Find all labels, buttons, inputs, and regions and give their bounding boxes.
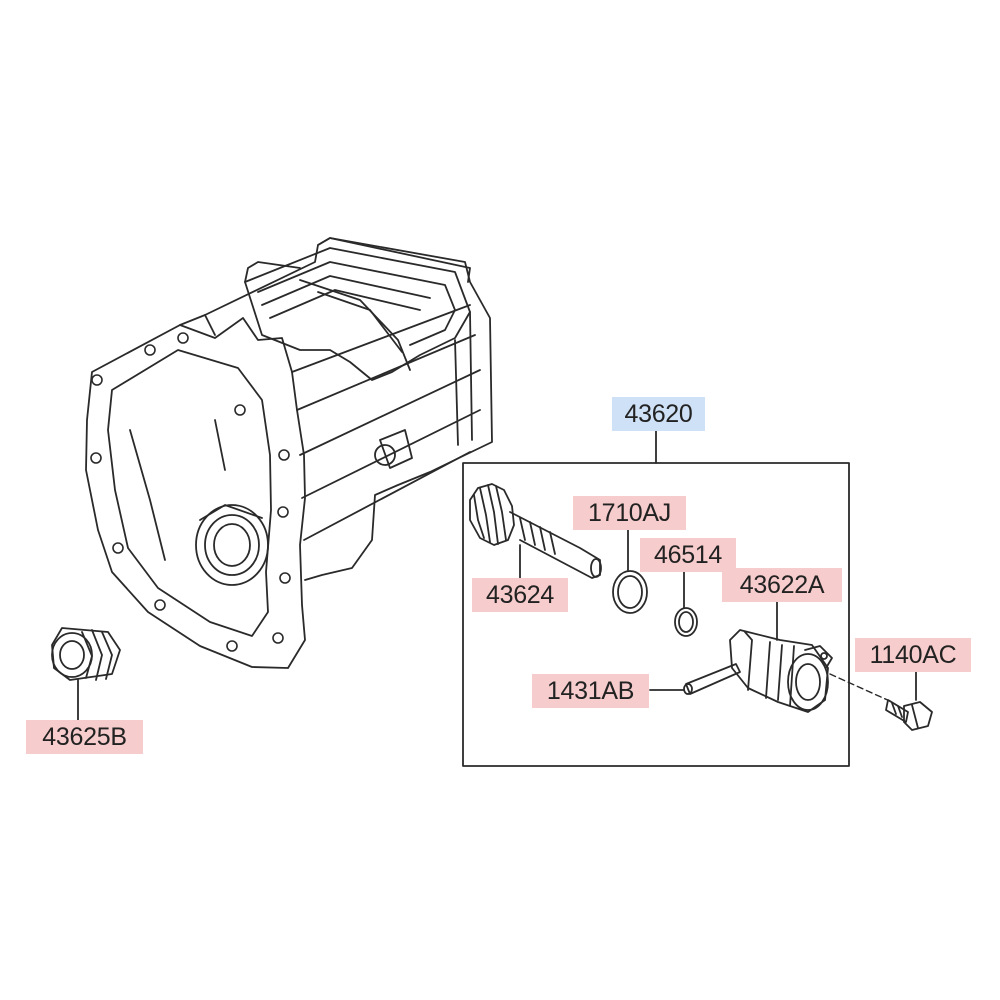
transfer-case-housing (85, 237, 493, 669)
drive-gear-part (469, 483, 602, 579)
o-ring-small-part (674, 607, 698, 637)
sleeve-label: 43622A (722, 568, 842, 602)
o-ring-large-label: 1710AJ (573, 496, 686, 530)
assembly-label: 43620 (612, 397, 705, 431)
o-ring-large-part (612, 570, 648, 614)
plug-label: 43625B (26, 720, 143, 754)
bolt-label: 1140AC (855, 638, 971, 672)
pin-part (683, 663, 741, 695)
pin-label: 1431AB (532, 674, 649, 708)
plug-part (51, 627, 121, 681)
sleeve-part (729, 629, 833, 713)
o-ring-small-label: 46514 (640, 538, 736, 572)
drive-gear-label: 43624 (472, 578, 568, 612)
bolt-center-line (829, 673, 893, 703)
bolt-part (885, 699, 933, 731)
